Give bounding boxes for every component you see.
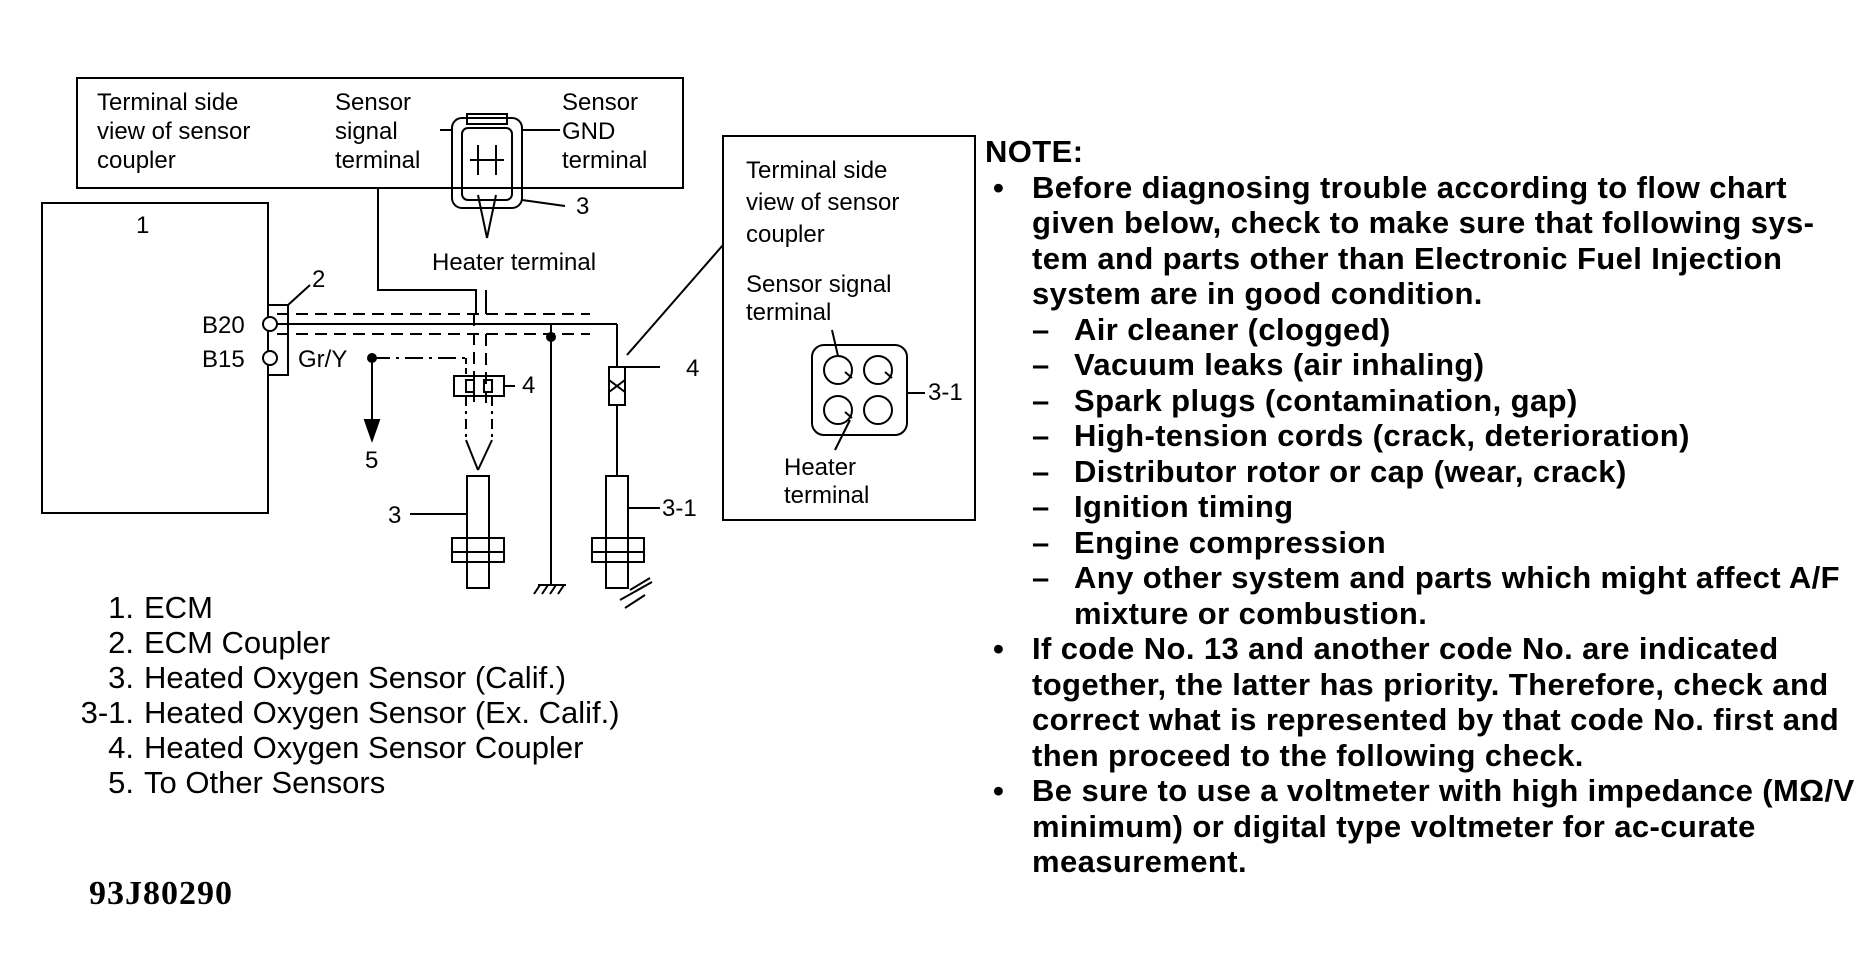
sensor-3 [466, 475, 490, 589]
dash-icon: – [1032, 489, 1050, 524]
callout-3-1-box: 3-1 [928, 379, 963, 406]
box1-line2: view of sensor [97, 118, 250, 145]
note-sub-item: –Air cleaner (clogged) [1032, 311, 1391, 347]
note-bullet: • If code No. 13 and another code No. ar… [985, 631, 1855, 773]
note-sub-item: –Spark plugs (contamination, gap) [1032, 382, 1578, 418]
bullet-icon: • [993, 631, 1005, 666]
callout-5: 5 [365, 447, 378, 474]
pin-b20: B20 [202, 312, 245, 339]
coupler-view-box-1 [76, 77, 684, 189]
sensor-signal-line3: terminal [335, 147, 420, 174]
legend-item: 3.Heated Oxygen Sensor (Calif.) [108, 660, 567, 695]
box2-signal-line2: terminal [746, 299, 831, 326]
sensor-signal-line2: signal [335, 118, 398, 145]
box2-line2: view of sensor [746, 189, 899, 216]
box2-heater-line2: terminal [784, 482, 869, 509]
note-sub-item: –High-tension cords (crack, deterioratio… [1032, 418, 1690, 453]
notes-section: NOTE: • Before diagnosing trouble accord… [985, 134, 1855, 880]
figure-id: 93J80290 [89, 875, 233, 912]
box2-signal-line1: Sensor signal [746, 271, 891, 298]
box2-line3: coupler [746, 221, 825, 248]
note-sub-item: –Ignition timing [1032, 489, 1294, 524]
sensor-gnd-line2: GND [562, 118, 615, 145]
legend-item: 1.ECM [108, 590, 213, 625]
callout-3-1: 3-1 [662, 495, 697, 522]
note-bullet-2-text: If code No. 13 and another code No. are … [1032, 631, 1840, 773]
box2-line1: Terminal side [746, 157, 887, 184]
note-bullet: • Before diagnosing trouble according to… [985, 170, 1855, 632]
callout-4-left: 4 [522, 372, 535, 399]
note-sub-item: –Engine compression [1032, 524, 1387, 560]
dash-icon: – [1032, 453, 1050, 489]
wire-gr-y: Gr/Y [298, 346, 347, 373]
box1-line1: Terminal side [97, 89, 238, 116]
dash-icon: – [1032, 524, 1050, 560]
callout-4-right: 4 [686, 355, 699, 382]
callout-3-top: 3 [576, 193, 589, 220]
note-sub-item: –Distributor rotor or cap (wear, crack) [1032, 453, 1627, 489]
wiring-diagram: Terminal side view of sensor coupler Sen… [41, 77, 976, 609]
callout-1: 1 [136, 212, 149, 239]
sensor-signal-line1: Sensor [335, 89, 411, 116]
callout-3: 3 [388, 502, 401, 529]
legend-item: 3-1.Heated Oxygen Sensor (Ex. Calif.) [80, 695, 620, 730]
ecm-coupler [267, 304, 289, 376]
note-bullet-3-text: Be sure to use a voltmeter with high imp… [1032, 773, 1855, 879]
dash-icon: – [1032, 311, 1050, 347]
box2-heater-line1: Heater [784, 454, 856, 481]
legend-item: 4.Heated Oxygen Sensor Coupler [108, 730, 584, 765]
pin-b15: B15 [202, 346, 245, 373]
legend-item: 2.ECM Coupler [108, 625, 331, 660]
coupler-4-left [453, 375, 505, 397]
dash-icon: – [1032, 418, 1050, 453]
coupler-view-box-2 [722, 135, 976, 521]
box1-line3: coupler [97, 147, 176, 174]
note-sub-item: –Vacuum leaks (air inhaling) [1032, 347, 1485, 382]
dash-icon: – [1032, 382, 1050, 418]
sensor-gnd-line1: Sensor [562, 89, 638, 116]
callout-2: 2 [312, 266, 325, 293]
note-sub-item: –Any other system and parts which might … [1032, 560, 1841, 631]
sensor-gnd-line3: terminal [562, 147, 647, 174]
notes-heading: NOTE: [985, 134, 1084, 169]
bullet-icon: • [993, 169, 1005, 205]
dash-icon: – [1032, 347, 1050, 382]
legend: 1.ECM 2.ECM Coupler 3.Heated Oxygen Sens… [40, 590, 620, 800]
dash-icon: – [1032, 560, 1050, 595]
sensor-3-1 [605, 475, 629, 589]
note-bullet: • Be sure to use a voltmeter with high i… [985, 773, 1855, 880]
note-bullet-1-text: Before diagnosing trouble according to f… [1032, 169, 1815, 312]
heater-terminal-top: Heater terminal [432, 249, 596, 276]
legend-item: 5.To Other Sensors [108, 765, 386, 800]
bullet-icon: • [993, 773, 1005, 808]
